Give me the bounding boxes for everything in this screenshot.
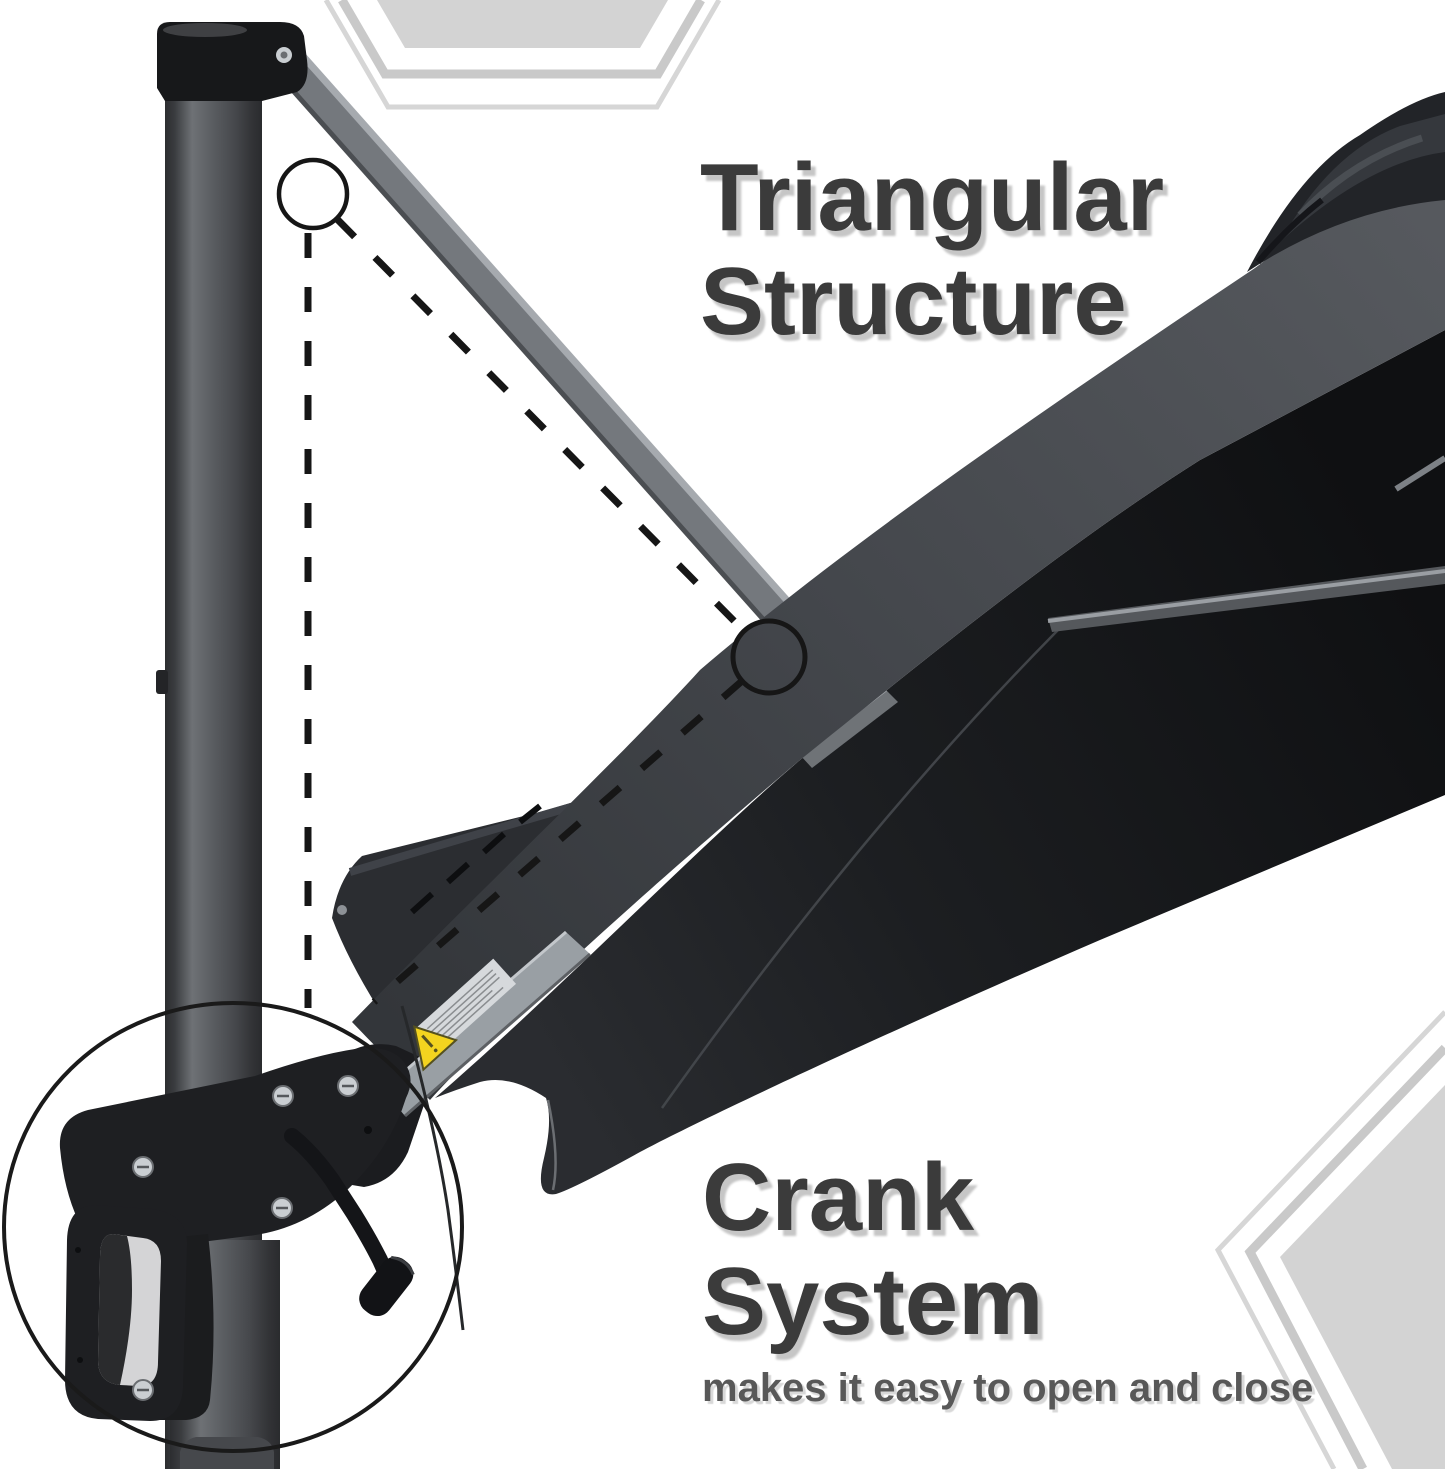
canopy-under-rib: [799, 455, 1445, 768]
pole-clip: [156, 670, 168, 694]
crank-handle: [284, 1128, 415, 1317]
canopy-crease: [660, 627, 1061, 1109]
support-arm: [278, 52, 803, 638]
canopy-tip-highlight: [546, 1099, 557, 1191]
feature-title-line: System: [702, 1248, 1044, 1355]
feature-subtitle: makes it easy to open and close: [702, 1366, 1314, 1410]
feature-title-triangular-structure: Triangular Structure: [700, 146, 1164, 354]
feature-title-line: Crank: [702, 1144, 975, 1251]
canopy-underside: [435, 330, 1445, 1195]
crank-highlight-circle: [2, 1001, 464, 1453]
umbrella-canopy: [332, 92, 1445, 1195]
canopy-corner-flap: [1247, 92, 1445, 272]
dashed-line-top-to-middle: [334, 216, 747, 634]
annotation-circle-top: [276, 157, 350, 231]
feature-title-crank-system: Crank System: [702, 1146, 1044, 1354]
hexagon-decoration-bottom: [1214, 1010, 1445, 1469]
feature-title-line: Triangular: [700, 144, 1165, 251]
rib-warning-label: [415, 958, 517, 1054]
screw-icons: [75, 1075, 372, 1401]
canopy-ridge-band: [352, 95, 1445, 1100]
rib-bar: [383, 932, 590, 1116]
annotation-circle-middle: [730, 618, 808, 696]
triangle-annotation: [276, 157, 808, 1008]
pole-cap: [157, 22, 308, 101]
feature-title-line: Structure: [700, 248, 1127, 355]
hexagon-decoration-top: [323, 0, 722, 110]
crank-housing: [59, 1047, 411, 1251]
crank-mechanism: [59, 1047, 415, 1421]
warning-triangle-icon: [412, 1025, 459, 1072]
pole-lower-joint: [180, 1437, 274, 1469]
pull-cord: [400, 1005, 465, 1331]
crank-carry-handle: [65, 1205, 188, 1421]
